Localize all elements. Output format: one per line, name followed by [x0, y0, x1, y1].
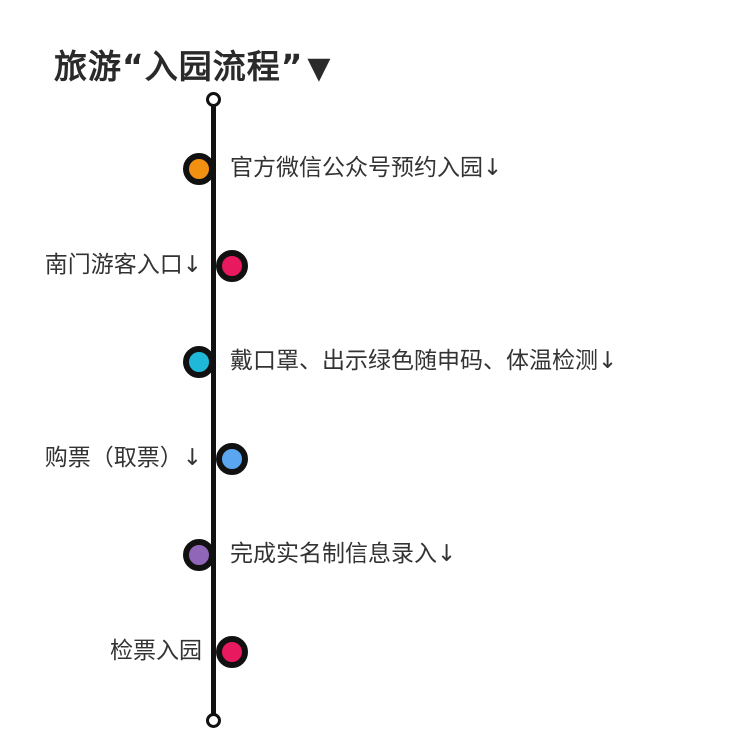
title-arrow: ▼ [307, 51, 332, 86]
step-1-label: 官方微信公众号预约入园↓ [230, 155, 503, 181]
step-5-node [183, 539, 215, 571]
step-4-label: 购票（取票）↓ [44, 445, 202, 471]
step-3-node [183, 346, 215, 378]
diagram-title: 旅游“入园流程”▼ [54, 40, 331, 88]
timeline-axis [211, 102, 216, 716]
title-text: 旅游“入园流程” [54, 47, 304, 86]
step-1-node [183, 153, 215, 185]
timeline-end-node [206, 713, 221, 728]
step-4-node [216, 443, 248, 475]
step-3-label: 戴口罩、出示绿色随申码、体温检测↓ [230, 348, 618, 374]
step-6-label: 检票入园 [110, 638, 202, 664]
step-5-label: 完成实名制信息录入↓ [230, 541, 457, 567]
timeline-start-node [206, 92, 221, 107]
step-6-node [216, 636, 248, 668]
step-2-node [216, 250, 248, 282]
step-2-label: 南门游客入口↓ [44, 252, 202, 278]
